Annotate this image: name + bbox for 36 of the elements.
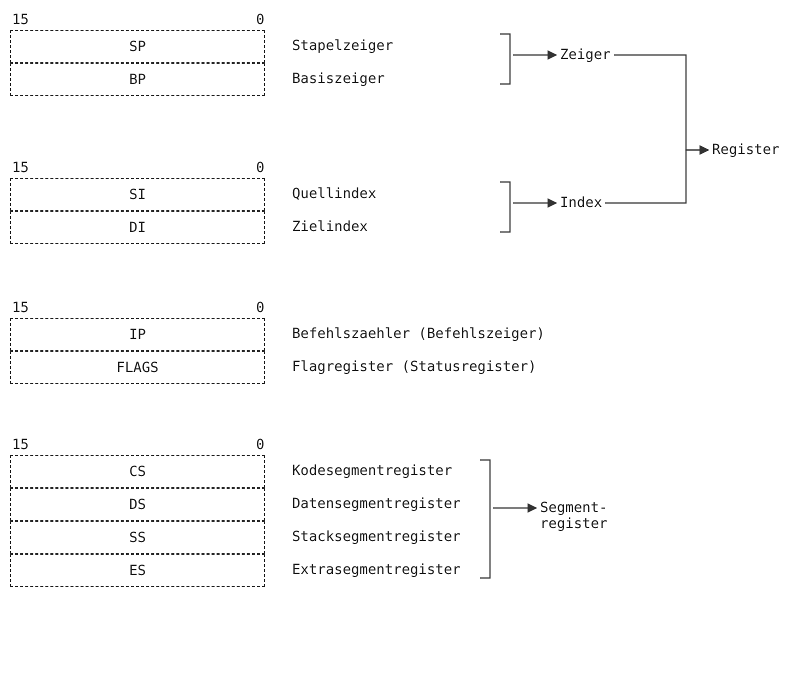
register-description: Quellindex — [292, 186, 376, 202]
register-cell: FLAGS — [10, 351, 265, 384]
bit-number: 15 — [12, 437, 29, 453]
register-description: Befehlszaehler (Befehlszeiger) — [292, 326, 545, 342]
register-cell: SS — [10, 521, 265, 554]
bit-number: 0 — [256, 160, 264, 176]
bit-number: 15 — [12, 160, 29, 176]
register-cell: DI — [10, 211, 265, 244]
arrow — [493, 503, 538, 513]
register-description: Zielindex — [292, 219, 368, 235]
register-cell: CS — [10, 455, 265, 488]
register-description: Kodesegmentregister — [292, 463, 452, 479]
bit-number: 15 — [12, 300, 29, 316]
register-cell: IP — [10, 318, 265, 351]
group-label: Register — [712, 142, 780, 158]
group-label: Segment- register — [540, 500, 620, 532]
arrow — [513, 50, 558, 60]
register-description: Extrasegmentregister — [292, 562, 461, 578]
register-description: Basiszeiger — [292, 71, 385, 87]
bit-number: 15 — [12, 12, 29, 28]
bit-number: 0 — [256, 300, 264, 316]
register-description: Stapelzeiger — [292, 38, 394, 54]
register-cell: SP — [10, 30, 265, 63]
register-cell: ES — [10, 554, 265, 587]
register-description: Datensegmentregister — [292, 496, 461, 512]
register-description: Stacksegmentregister — [292, 529, 461, 545]
register-cell: DS — [10, 488, 265, 521]
group-label: Zeiger — [560, 47, 611, 63]
bit-number: 0 — [256, 12, 264, 28]
register-cell: SI — [10, 178, 265, 211]
register-cell: BP — [10, 63, 265, 96]
bit-number: 0 — [256, 437, 264, 453]
register-description: Flagregister (Statusregister) — [292, 359, 536, 375]
arrow — [605, 145, 710, 204]
arrow — [513, 198, 558, 208]
group-label: Index — [560, 195, 602, 211]
